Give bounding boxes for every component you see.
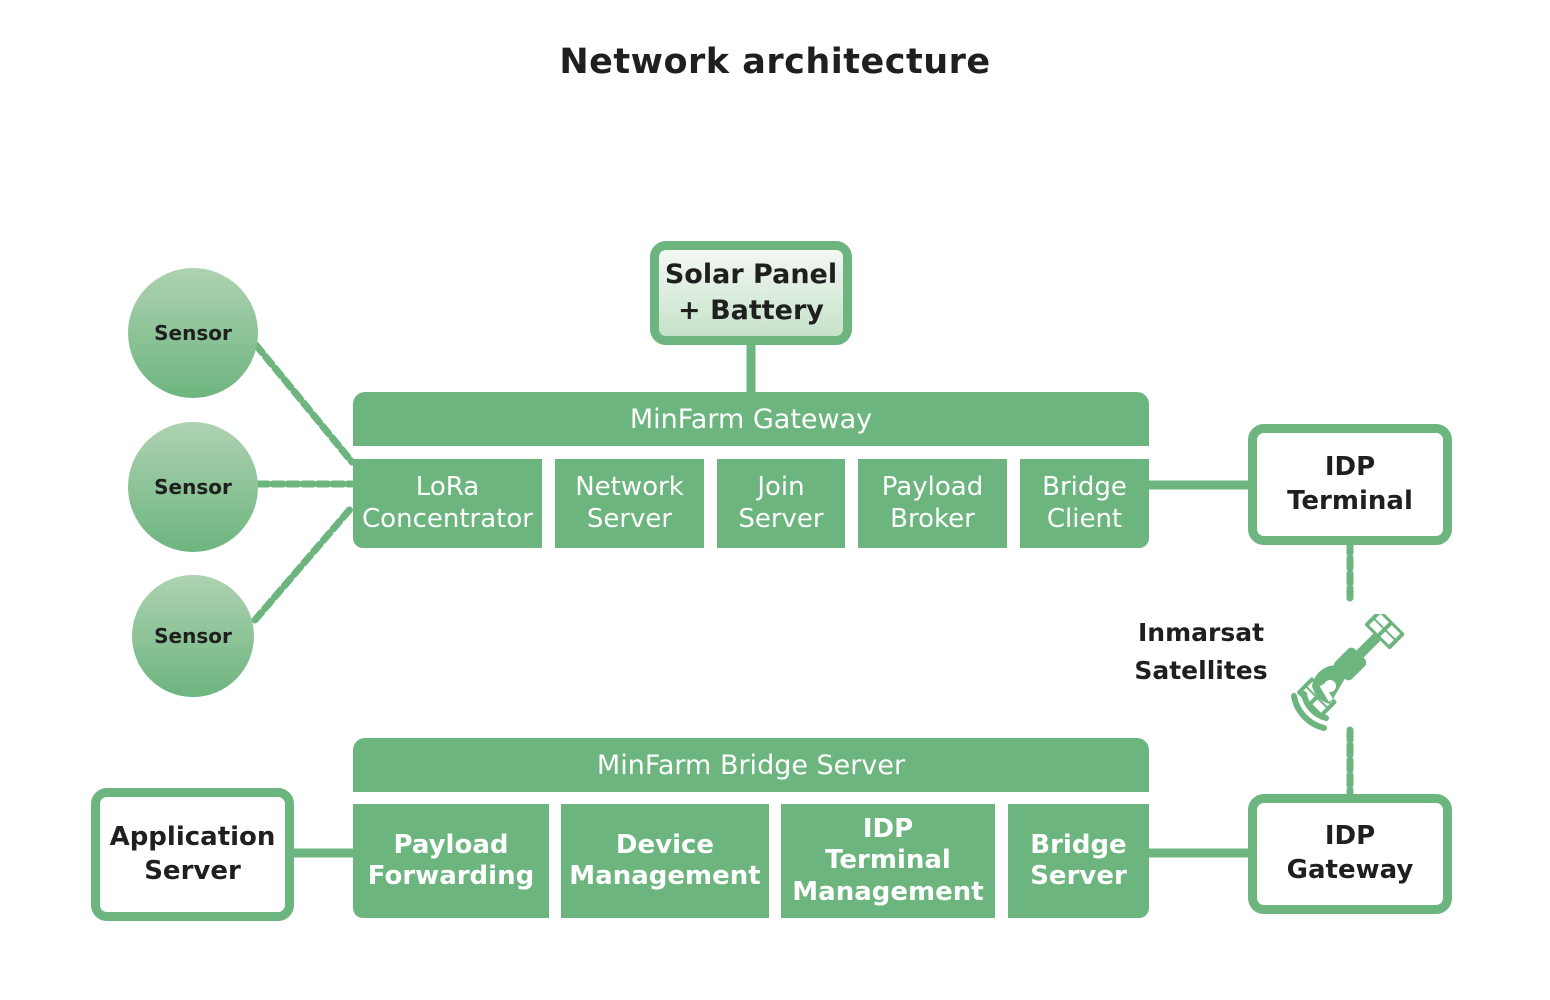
sensor-3-link	[251, 503, 356, 624]
gateway-module-payload-broker: Payload Broker	[858, 459, 1007, 548]
inmarsat-satellites-label: Inmarsat Satellites	[1134, 618, 1268, 685]
minfarm-bridge-server-header: MinFarm Bridge Server	[353, 738, 1149, 792]
solar-panel-battery-box: Solar Panel + Battery	[650, 241, 852, 345]
sensor-label: Sensor	[154, 321, 232, 345]
sensor-node: Sensor	[128, 268, 258, 398]
bridge-module-idp-terminal-management: IDP Terminal Management	[781, 804, 995, 918]
sensor-node: Sensor	[128, 422, 258, 552]
sensor-label: Sensor	[154, 624, 232, 648]
sensor-label: Sensor	[154, 475, 232, 499]
gateway-module-network-server: Network Server	[555, 459, 704, 548]
sensor-1-link	[252, 341, 356, 466]
bridge-module-bridge-server: Bridge Server	[1008, 804, 1149, 918]
gateway-module-join-server: Join Server	[717, 459, 845, 548]
bridge-module-payload-forwarding: Payload Forwarding	[353, 804, 549, 918]
gateway-module-lora-concentrator: LoRa Concentrator	[353, 459, 542, 548]
idp-terminal-box: IDP Terminal	[1248, 424, 1452, 545]
sensor-node: Sensor	[132, 575, 254, 697]
bridge-module-device-management: Device Management	[561, 804, 769, 918]
application-server-box: Application Server	[91, 788, 294, 921]
idp-gateway-box: IDP Gateway	[1248, 794, 1452, 914]
diagram-title: Network architecture	[559, 42, 991, 82]
gateway-module-bridge-client: Bridge Client	[1020, 459, 1149, 548]
minfarm-gateway-header: MinFarm Gateway	[353, 392, 1149, 446]
satellite-icon	[1291, 614, 1405, 731]
